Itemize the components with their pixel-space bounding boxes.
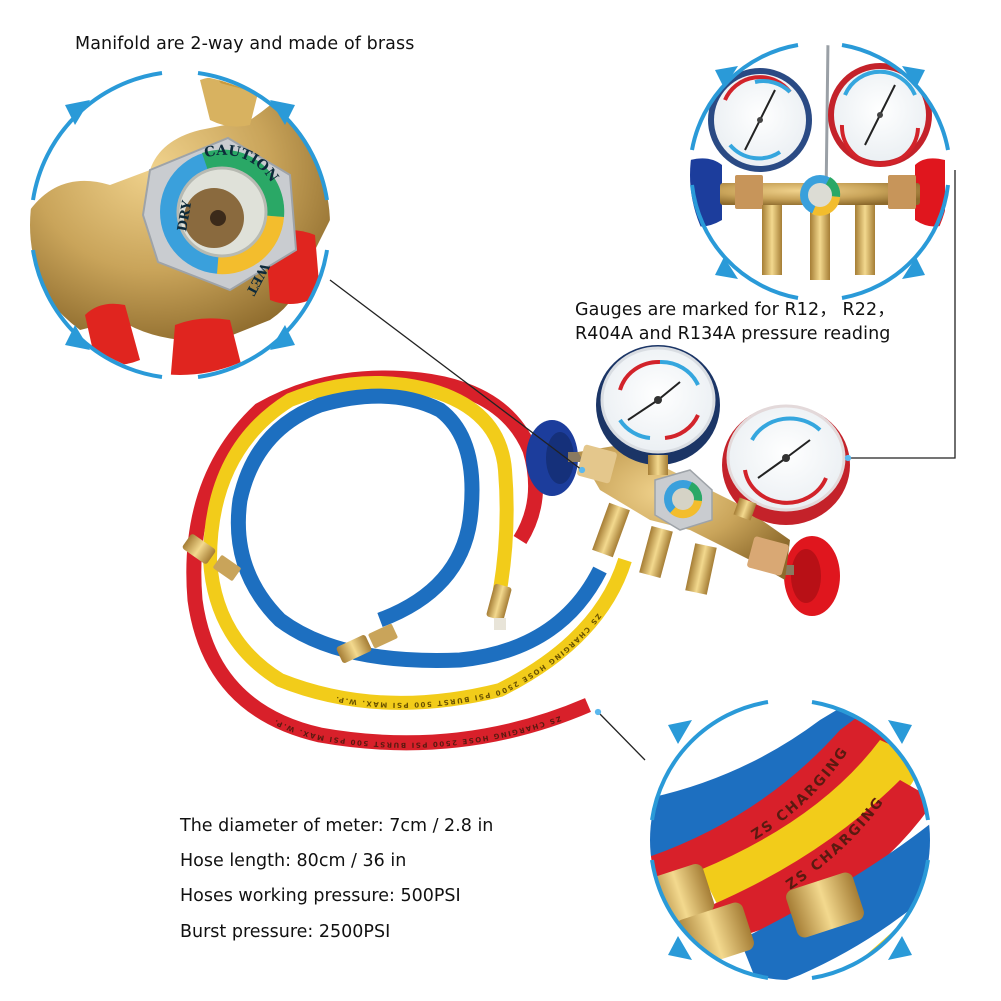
hose-fitting — [182, 534, 241, 581]
high-pressure-gauge — [722, 404, 850, 525]
gauges-caption: Gauges are marked for R12， R22， R404A an… — [575, 298, 895, 346]
low-side-valve-knob — [526, 420, 588, 496]
accent-ring-arrows — [65, 100, 295, 350]
spec-working-pressure: Hoses working pressure: 500PSI — [180, 886, 461, 906]
gauge-set-detail-callout — [690, 43, 950, 305]
sight-glass — [654, 469, 713, 531]
gauges-caption-line-1: Gauges are marked for R12， R22， — [575, 300, 895, 320]
manifold-detail-callout: CAUTION DRY WET — [30, 71, 330, 379]
manifold-caption: Manifold are 2-way and made of brass — [75, 34, 415, 54]
low-pressure-gauge — [596, 345, 720, 475]
sight-glass-dry-label: DRY — [175, 199, 195, 233]
spec-meter-diameter: The diameter of meter: 7cm / 2.8 in — [180, 816, 494, 836]
manifold-gauge-set — [526, 345, 850, 616]
spec-hose-length: Hose length: 80cm / 36 in — [180, 851, 407, 871]
hose-fitting — [486, 583, 512, 630]
callout-leader-lines — [329, 170, 956, 761]
gauges-caption-line-2: R404A and R134A pressure reading — [575, 324, 891, 344]
hose-fitting — [336, 623, 398, 663]
hose-detail-callout: ZS CHARGING ZS CHARGING — [650, 700, 930, 980]
spec-burst-pressure: Burst pressure: 2500PSI — [180, 922, 391, 942]
